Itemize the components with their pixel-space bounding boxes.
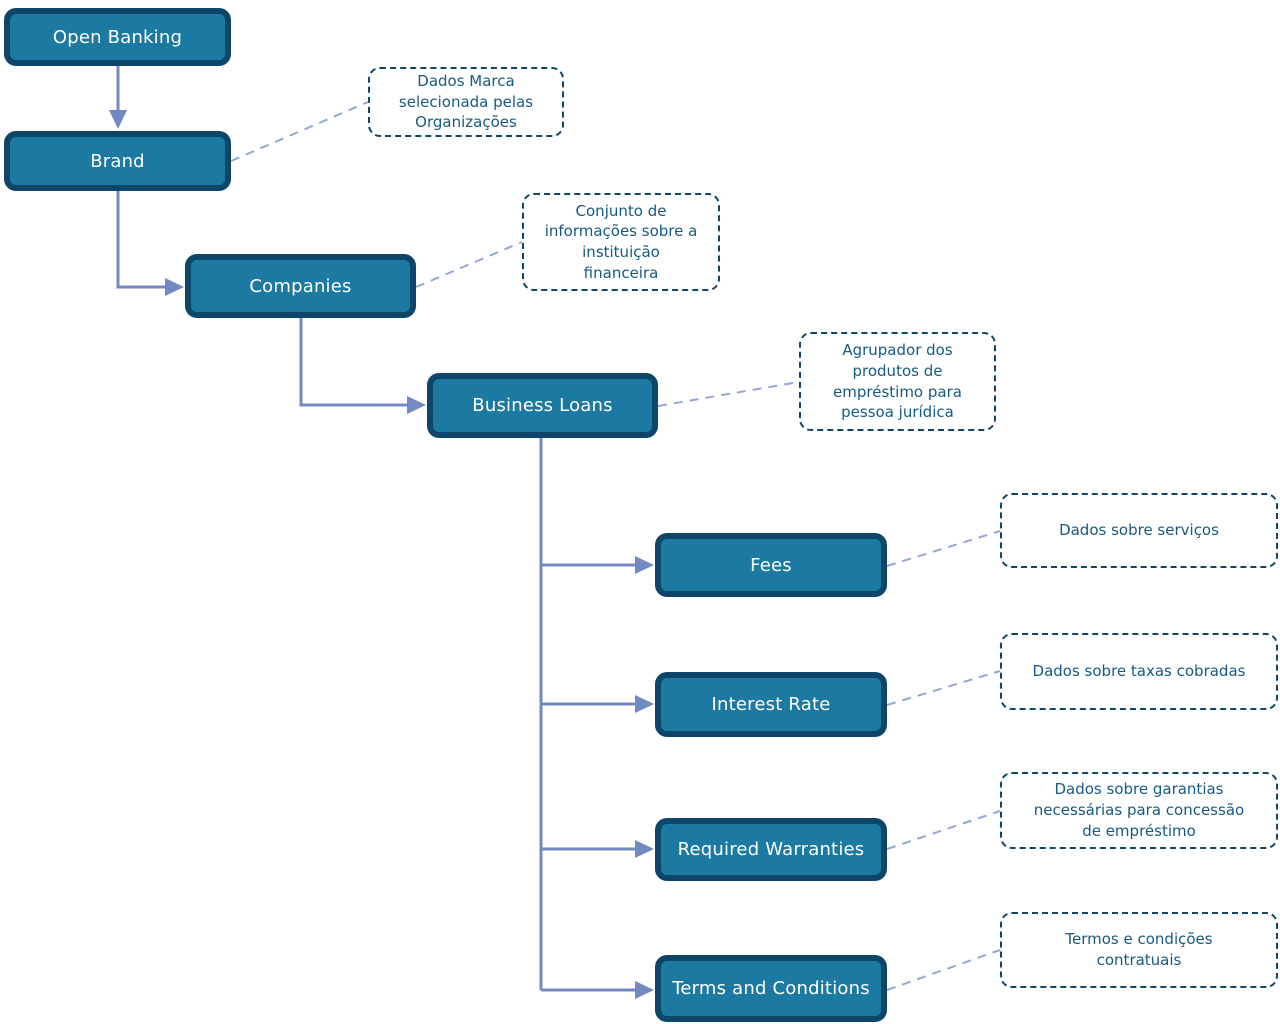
annotation-companies: Conjunto de informações sobre a institui… <box>522 193 720 291</box>
connector-business-loans-to-fees <box>541 556 654 574</box>
annotation-business-loans: Agrupador dos produtos de empréstimo par… <box>799 332 996 431</box>
link-required-warranties-annotation <box>886 810 1001 850</box>
node-brand: Brand <box>4 131 231 191</box>
connector-business-loans-to-interest-rate <box>541 695 654 713</box>
node-terms-and-conditions: Terms and Conditions <box>655 955 887 1022</box>
annotation-brand: Dados Marca selecionada pelas Organizaçõ… <box>368 67 564 137</box>
node-companies: Companies <box>185 254 416 318</box>
connector-business-loans-to-required-warranties <box>541 840 654 858</box>
annotation-interest-rate: Dados sobre taxas cobradas <box>1000 633 1278 710</box>
link-business-loans-annotation <box>657 381 800 407</box>
link-interest-rate-annotation <box>886 670 1001 706</box>
connector-brand-to-companies <box>116 191 184 296</box>
connector-companies-to-business-loans <box>299 318 426 414</box>
link-fees-annotation <box>886 530 1001 567</box>
link-companies-annotation <box>415 241 523 288</box>
node-fees: Fees <box>655 533 887 597</box>
annotation-required-warranties: Dados sobre garantias necessárias para c… <box>1000 772 1278 849</box>
annotation-fees: Dados sobre serviços <box>1000 493 1278 568</box>
connector-business-loans-to-terms <box>541 981 654 999</box>
annotation-terms-and-conditions: Termos e condições contratuais <box>1000 912 1278 988</box>
node-required-warranties: Required Warranties <box>655 818 887 881</box>
node-open-banking: Open Banking <box>4 8 231 66</box>
link-brand-annotation <box>230 101 369 162</box>
link-terms-annotation <box>886 949 1001 991</box>
node-business-loans: Business Loans <box>427 373 658 438</box>
node-interest-rate: Interest Rate <box>655 672 887 737</box>
connector-open-banking-to-brand <box>109 66 127 129</box>
